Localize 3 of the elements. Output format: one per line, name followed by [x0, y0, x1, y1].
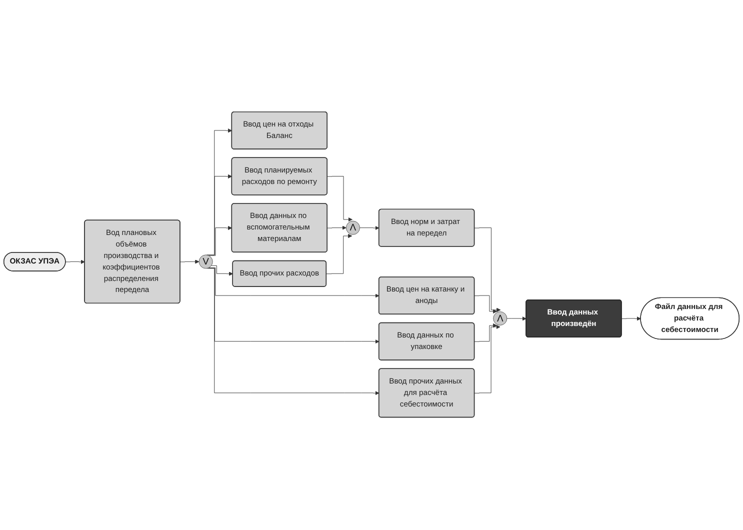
- node-circle: Λ: [493, 312, 508, 326]
- node-circle: Λ: [346, 221, 360, 236]
- node-circle: V: [198, 255, 213, 270]
